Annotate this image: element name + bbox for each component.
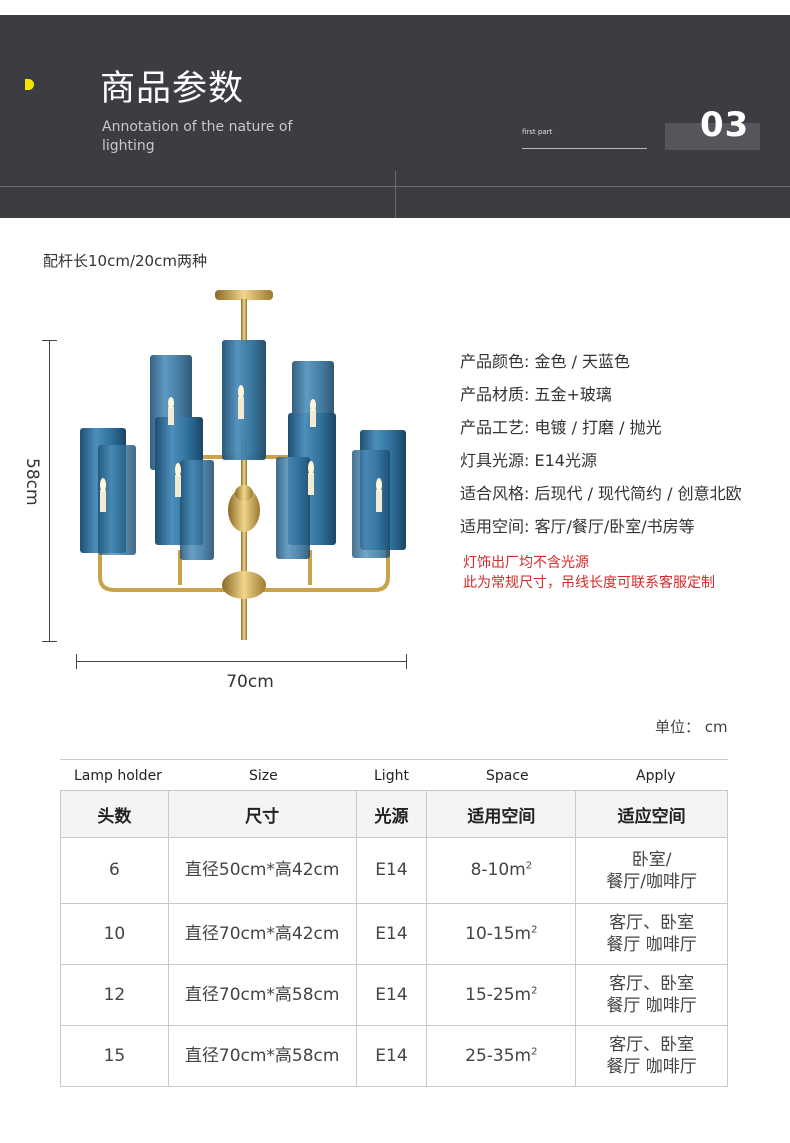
cell-apply: 客厅、卧室餐厅 咖啡厅 bbox=[575, 964, 728, 1026]
table-row: 15 直径70cm*高58cm E14 25-35m2 客厅、卧室餐厅 咖啡厅 bbox=[60, 1025, 728, 1087]
spec-key: 适合风格: bbox=[460, 484, 530, 503]
header-apply: 适应空间 bbox=[575, 790, 728, 838]
spec-value: 后现代 / 现代简约 / 创意北欧 bbox=[529, 484, 742, 503]
note-line: 此为常规尺寸，吊线长度可联系客服定制 bbox=[463, 575, 715, 591]
spec-row: 适合风格: 后现代 / 现代简约 / 创意北欧 bbox=[460, 480, 780, 513]
height-dimension-line bbox=[49, 340, 50, 642]
width-cap-left bbox=[76, 654, 77, 669]
spec-row: 产品工艺: 电镀 / 打磨 / 抛光 bbox=[460, 414, 780, 447]
en-header-light: Light bbox=[374, 768, 409, 784]
top-strip bbox=[0, 0, 790, 15]
height-cap-top bbox=[42, 340, 57, 341]
header-space: 适用空间 bbox=[426, 790, 577, 838]
rod-length-note: 配杆长10cm/20cm两种 bbox=[43, 252, 207, 270]
spec-value: 客厅/餐厅/卧室/书房等 bbox=[529, 517, 695, 536]
spec-value: E14光源 bbox=[529, 451, 597, 470]
header-light: 光源 bbox=[355, 790, 428, 838]
spec-key: 适用空间: bbox=[460, 517, 530, 536]
width-cap-right bbox=[406, 654, 407, 669]
en-header-space: Space bbox=[486, 768, 529, 784]
cell-size: 直径50cm*高42cm bbox=[167, 837, 357, 904]
height-label: 58cm bbox=[22, 458, 42, 506]
cell-light: E14 bbox=[355, 1025, 428, 1087]
cell-heads: 6 bbox=[60, 837, 169, 904]
cell-size: 直径70cm*高58cm bbox=[167, 964, 357, 1026]
table-row: 10 直径70cm*高42cm E14 10-15m2 客厅、卧室餐厅 咖啡厅 bbox=[60, 903, 728, 965]
width-label: 70cm bbox=[226, 672, 274, 692]
en-header-apply: Apply bbox=[636, 768, 676, 784]
header-vertical-divider bbox=[395, 171, 396, 218]
header-size: 尺寸 bbox=[167, 790, 357, 838]
cell-apply: 客厅、卧室餐厅 咖啡厅 bbox=[575, 903, 728, 965]
page-title: 商品参数 bbox=[100, 69, 245, 109]
chandelier-image bbox=[80, 290, 406, 640]
section-number: 03 bbox=[700, 105, 750, 145]
spec-key: 产品工艺: bbox=[460, 418, 530, 437]
cell-heads: 12 bbox=[60, 964, 169, 1026]
spec-key: 灯具光源: bbox=[460, 451, 530, 470]
cell-size: 直径70cm*高42cm bbox=[167, 903, 357, 965]
cell-space: 15-25m2 bbox=[426, 964, 577, 1026]
spec-row: 适用空间: 客厅/餐厅/卧室/书房等 bbox=[460, 513, 780, 546]
cell-apply: 客厅、卧室餐厅 咖啡厅 bbox=[575, 1025, 728, 1087]
spec-row: 产品颜色: 金色 / 天蓝色 bbox=[460, 348, 780, 381]
table-row: 12 直径70cm*高58cm E14 15-25m2 客厅、卧室餐厅 咖啡厅 bbox=[60, 964, 728, 1026]
cell-space: 10-15m2 bbox=[426, 903, 577, 965]
en-header-size: Size bbox=[249, 768, 278, 784]
spec-value: 电镀 / 打磨 / 抛光 bbox=[529, 418, 662, 437]
unit-label: 单位： cm bbox=[655, 718, 728, 736]
header-heads: 头数 bbox=[60, 790, 169, 838]
spec-list: 产品颜色: 金色 / 天蓝色 产品材质: 五金+玻璃 产品工艺: 电镀 / 打磨… bbox=[460, 348, 780, 546]
part-underline bbox=[522, 148, 647, 149]
spec-value: 五金+玻璃 bbox=[529, 385, 612, 404]
cell-light: E14 bbox=[355, 837, 428, 904]
part-label: first part bbox=[522, 128, 553, 136]
en-header-lamp-holder: Lamp holder bbox=[74, 768, 162, 784]
header-banner: 商品参数 Annotation of the nature of lightin… bbox=[0, 15, 790, 218]
page-subtitle: Annotation of the nature of lighting bbox=[102, 119, 293, 154]
spec-row: 产品材质: 五金+玻璃 bbox=[460, 381, 780, 414]
section-number-box bbox=[665, 123, 760, 150]
width-dimension-line bbox=[77, 661, 407, 662]
height-cap-bottom bbox=[42, 641, 57, 642]
spec-value: 金色 / 天蓝色 bbox=[529, 352, 631, 371]
yellow-dot-icon bbox=[25, 79, 34, 90]
spec-key: 产品材质: bbox=[460, 385, 530, 404]
cell-light: E14 bbox=[355, 964, 428, 1026]
spec-table: 头数 尺寸 光源 适用空间 适应空间 6 直径50cm*高42cm E14 8-… bbox=[60, 790, 728, 1087]
cell-size: 直径70cm*高58cm bbox=[167, 1025, 357, 1087]
cell-space: 25-35m2 bbox=[426, 1025, 577, 1087]
cell-heads: 10 bbox=[60, 903, 169, 965]
cell-apply: 卧室/餐厅/咖啡厅 bbox=[575, 837, 728, 904]
table-top-line bbox=[60, 759, 728, 760]
red-notes: 灯饰出厂均不含光源 此为常规尺寸，吊线长度可联系客服定制 bbox=[463, 553, 715, 593]
table-header-row: 头数 尺寸 光源 适用空间 适应空间 bbox=[60, 790, 728, 838]
spec-key: 产品颜色: bbox=[460, 352, 530, 371]
cell-space: 8-10m2 bbox=[426, 837, 577, 904]
note-line: 灯饰出厂均不含光源 bbox=[463, 555, 589, 571]
table-row: 6 直径50cm*高42cm E14 8-10m2 卧室/餐厅/咖啡厅 bbox=[60, 837, 728, 904]
cell-heads: 15 bbox=[60, 1025, 169, 1087]
spec-row: 灯具光源: E14光源 bbox=[460, 447, 780, 480]
cell-light: E14 bbox=[355, 903, 428, 965]
